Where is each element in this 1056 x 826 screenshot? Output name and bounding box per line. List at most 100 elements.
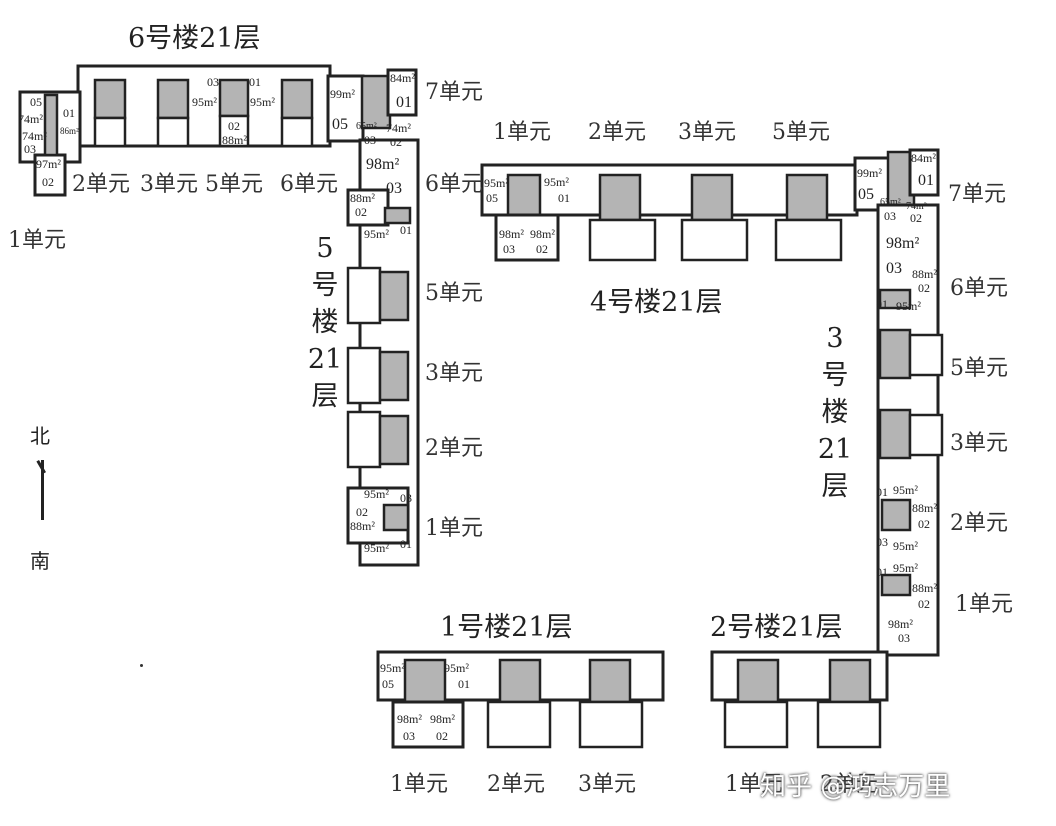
apartment-tag: 95m² bbox=[544, 175, 569, 189]
apartment-tag: 05 bbox=[332, 116, 348, 133]
apartment-tag: 95m² bbox=[893, 483, 918, 497]
apartment-tag: 05 bbox=[30, 95, 42, 109]
building-2-outline bbox=[710, 650, 889, 749]
apartment-tag: 01 bbox=[876, 297, 888, 311]
apartment-tag: 01 bbox=[876, 485, 888, 499]
building-3-outline bbox=[876, 203, 944, 657]
building-2-title: 2号楼21层 bbox=[710, 612, 843, 643]
apartment-tag: 02 bbox=[436, 729, 448, 743]
unit-label: 3单元 bbox=[578, 772, 636, 797]
building-1-title: 1号楼21层 bbox=[440, 612, 573, 643]
unit-label: 3单元 bbox=[950, 431, 1008, 456]
apartment-tag: 84m² bbox=[911, 151, 936, 165]
apartment-tag: 95m² bbox=[364, 541, 389, 555]
apartment-tag: 98m² bbox=[430, 712, 455, 726]
apartment-tag: 65m² bbox=[356, 121, 377, 132]
apartment-tag: 01 bbox=[458, 677, 470, 691]
apartment-tag: 95m² bbox=[380, 661, 405, 675]
unit-label: 1单元 bbox=[390, 772, 448, 797]
building-4-outline bbox=[480, 148, 940, 262]
apartment-tag: 88m² bbox=[912, 267, 937, 281]
apartment-tag: 03 bbox=[884, 209, 896, 223]
title-char: 层 bbox=[311, 381, 339, 412]
apartment-tag: 95m² bbox=[250, 95, 275, 109]
apartment-tag: 84m² bbox=[390, 71, 415, 85]
unit-label: 2单元 bbox=[950, 511, 1008, 536]
unit-label: 5单元 bbox=[205, 172, 263, 197]
apartment-tag: 03 bbox=[400, 491, 412, 505]
apartment-tag: 95m² bbox=[364, 227, 389, 241]
apartment-tag: 02 bbox=[42, 175, 54, 189]
apartment-tag: 99m² bbox=[857, 166, 882, 180]
unit-label: 3单元 bbox=[678, 120, 736, 145]
unit-label: 2单元 bbox=[588, 120, 646, 145]
apartment-tag: 95m² bbox=[444, 661, 469, 675]
apartment-tag: 98m² bbox=[366, 156, 400, 173]
apartment-tag: 02 bbox=[355, 205, 367, 219]
dot-mark bbox=[140, 664, 143, 667]
apartment-tag: 88m² bbox=[350, 191, 375, 205]
unit-label: 5单元 bbox=[772, 120, 830, 145]
apartment-tag: 02 bbox=[536, 242, 548, 256]
north-arrow-icon bbox=[41, 460, 44, 520]
unit-label: 5单元 bbox=[950, 356, 1008, 381]
south-label: 南 bbox=[30, 549, 50, 573]
building-5-outline bbox=[346, 138, 420, 567]
apartment-tag: 02 bbox=[910, 211, 922, 225]
apartment-tag: 98m² bbox=[397, 712, 422, 726]
apartment-tag: 88m² bbox=[912, 581, 937, 595]
apartment-tag: 98m² bbox=[499, 227, 524, 241]
apartment-tag: 02 bbox=[918, 517, 930, 531]
apartment-tag: 98m² bbox=[888, 617, 913, 631]
apartment-tag: 01 bbox=[63, 106, 75, 120]
apartment-tag: 65m² bbox=[880, 197, 901, 208]
building-6-outline bbox=[18, 64, 418, 197]
unit-label: 2单元 bbox=[72, 172, 130, 197]
unit-label: 6单元 bbox=[950, 276, 1008, 301]
apartment-tag: 03 bbox=[364, 133, 376, 147]
apartment-tag: 01 bbox=[400, 223, 412, 237]
unit-label: 1单元 bbox=[725, 772, 783, 797]
apartment-tag: 74m² bbox=[906, 201, 927, 212]
title-char: 号 bbox=[311, 270, 339, 301]
apartment-tag: 03 bbox=[386, 180, 402, 197]
apartment-tag: 74m² bbox=[386, 121, 411, 135]
building-5-title: 5 号 楼 21 层 bbox=[305, 230, 345, 415]
apartment-tag: 95m² bbox=[896, 299, 921, 313]
title-char: 21 bbox=[307, 344, 343, 375]
title-char: 号 bbox=[821, 360, 849, 391]
unit-label: 7单元 bbox=[948, 182, 1006, 207]
title-char: 3 bbox=[826, 323, 844, 354]
apartment-tag: 05 bbox=[486, 191, 498, 205]
title-char: 楼 bbox=[311, 307, 339, 338]
apartment-tag: 95m² bbox=[893, 539, 918, 553]
apartment-tag: 03 bbox=[876, 535, 888, 549]
apartment-tag: 03 bbox=[503, 242, 515, 256]
apartment-tag: 02 bbox=[918, 281, 930, 295]
apartment-tag: 74m² bbox=[22, 129, 47, 143]
apartment-tag: 88m² bbox=[912, 501, 937, 515]
apartment-tag: 02 bbox=[228, 119, 240, 133]
north-label: 北 bbox=[30, 424, 50, 448]
apartment-tag: 97m² bbox=[36, 157, 61, 171]
unit-label: 1单元 bbox=[493, 120, 551, 145]
apartment-tag: 02 bbox=[390, 135, 402, 149]
title-char: 5 bbox=[316, 233, 334, 264]
apartment-tag: 03 bbox=[898, 631, 910, 645]
apartment-tag: 74m² bbox=[18, 112, 43, 126]
apartment-tag: 05 bbox=[858, 186, 874, 203]
apartment-tag: 98m² bbox=[886, 235, 920, 252]
unit-label: 1单元 bbox=[425, 516, 483, 541]
title-char: 21 bbox=[817, 434, 853, 465]
apartment-tag: 05 bbox=[382, 677, 394, 691]
apartment-tag: 95m² bbox=[484, 176, 509, 190]
apartment-tag: 88m² bbox=[350, 519, 375, 533]
unit-label: 3单元 bbox=[425, 361, 483, 386]
apartment-tag: 86m² bbox=[60, 126, 79, 136]
apartment-tag: 01 bbox=[396, 94, 412, 111]
apartment-tag: 95m² bbox=[192, 95, 217, 109]
unit-label: 6单元 bbox=[425, 172, 483, 197]
apartment-tag: 88m² bbox=[222, 133, 247, 147]
building-1-outline bbox=[376, 650, 665, 749]
apartment-tag: 03 bbox=[24, 142, 36, 156]
